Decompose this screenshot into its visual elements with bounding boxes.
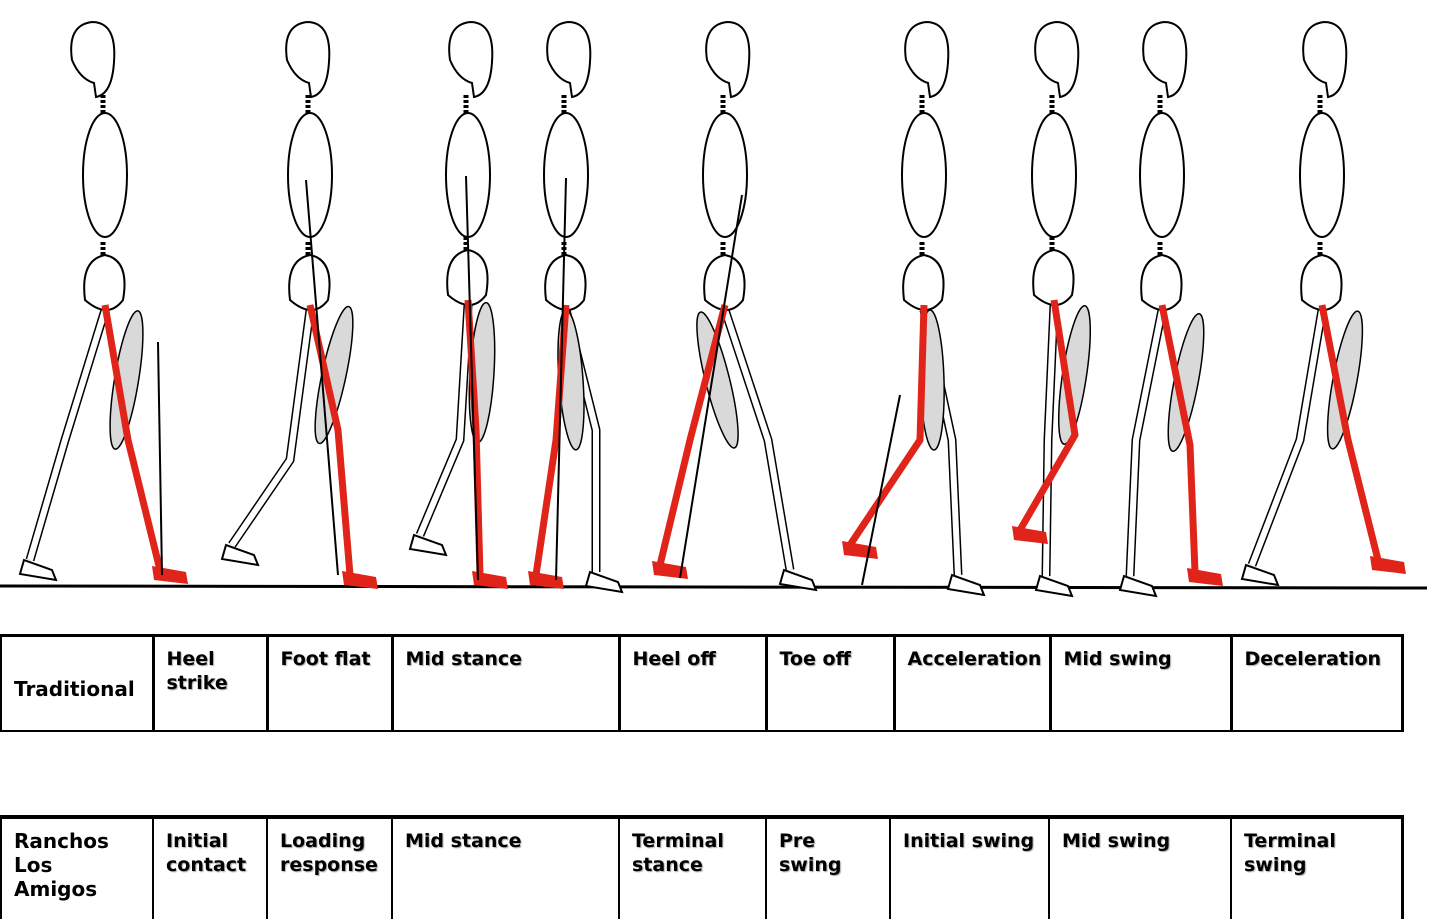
gait-figure <box>528 20 624 594</box>
row-header: Traditional <box>0 634 155 732</box>
ground-line <box>0 584 1428 590</box>
phase-cell: Deceleration <box>1230 634 1404 732</box>
phase-cell: Initial swing <box>889 815 1050 919</box>
phase-cell: Heel off <box>618 634 768 732</box>
phase-cell: Mid stance <box>391 815 620 919</box>
phase-cell: Foot flat <box>266 634 394 732</box>
gait-figure <box>1240 20 1406 587</box>
gait-figure <box>18 20 188 584</box>
phase-cell: Toe off <box>765 634 896 732</box>
gait-figure <box>1012 20 1092 598</box>
gait-figure <box>408 20 508 589</box>
gait-cycle-illustration <box>0 20 1428 598</box>
phase-cell: Mid swing <box>1049 634 1233 732</box>
phase-cell: Acceleration <box>893 634 1052 732</box>
phase-cell: Mid swing <box>1048 815 1232 919</box>
gait-figure <box>652 20 818 592</box>
gait-figure <box>220 20 378 589</box>
gait-figure <box>842 20 986 597</box>
phase-cell: Mid stance <box>391 634 621 732</box>
gait-figure <box>1118 20 1223 598</box>
